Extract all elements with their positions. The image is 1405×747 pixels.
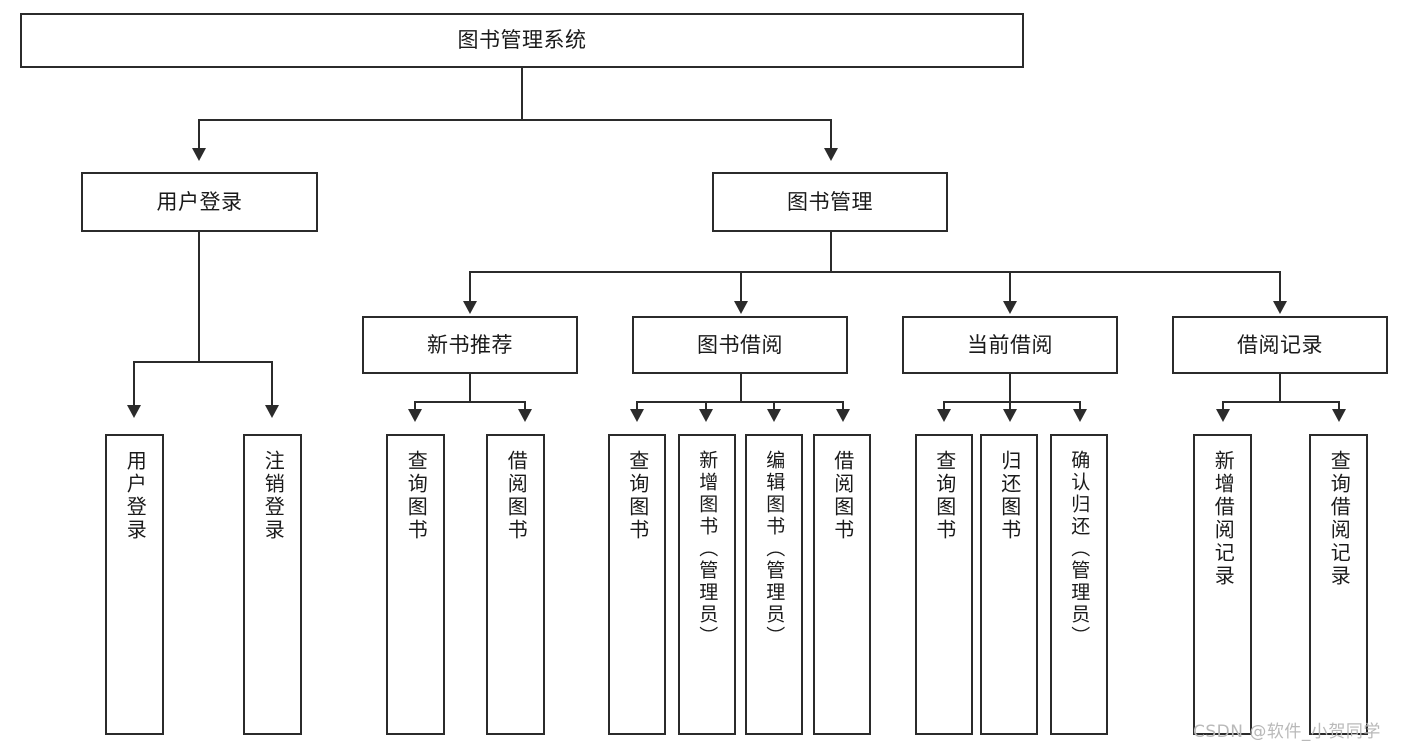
connector-current-borrow-stem [1009,374,1011,402]
leaf-cb-return-book[interactable]: 归还图书 [980,434,1038,735]
connector-user-login-bus [133,361,271,363]
node-label: 确认归还（管理员） [1068,450,1091,648]
node-borrow-record[interactable]: 借阅记录 [1172,316,1388,374]
node-label: 图书管理系统 [457,28,587,53]
node-label: 图书借阅 [697,332,783,357]
node-user-login[interactable]: 用户登录 [81,172,318,232]
node-new-book-recommend[interactable]: 新书推荐 [362,316,578,374]
node-label: 当前借阅 [967,332,1053,357]
connector-bm-to-borrow-record [1279,271,1281,303]
connector-root-to-book-management [830,119,832,150]
node-root-book-management-system[interactable]: 图书管理系统 [20,13,1024,68]
arrowhead-book-management [824,148,838,161]
connector-bb-to-leaf-4 [842,401,844,411]
leaf-cb-confirm-return-admin[interactable]: 确认归还（管理员） [1050,434,1108,735]
connector-cb-to-leaf-3 [1079,401,1081,411]
connector-bb-to-leaf-3 [773,401,775,411]
leaf-cb-query-book[interactable]: 查询图书 [915,434,973,735]
node-book-borrow[interactable]: 图书借阅 [632,316,848,374]
connector-new-book-stem [469,374,471,402]
connector-br-to-leaf-1 [1222,401,1224,411]
node-label: 注销登录 [261,450,286,542]
connector-user-login-to-leaf-1 [133,361,135,407]
node-label: 用户登录 [156,189,243,214]
arrowhead-leaf-logout [265,405,279,418]
connector-bm-to-book-borrow [740,271,742,303]
connector-bm-to-new-book [469,271,471,303]
connector-book-borrow-bus [636,401,842,403]
node-label: 新书推荐 [427,332,513,357]
node-label: 新增借阅记录 [1211,450,1236,588]
node-label: 图书管理 [787,189,873,214]
connector-bm-to-current-borrow [1009,271,1011,303]
connector-book-borrow-stem [740,374,742,402]
arrowhead-nb-borrow-book [518,409,532,422]
arrowhead-bb-add-book [699,409,713,422]
node-label: 借阅图书 [830,450,855,542]
node-label: 新增图书（管理员） [696,450,719,648]
connector-root-stem [521,68,523,120]
arrowhead-borrow-record [1273,301,1287,314]
node-label: 查询借阅记录 [1327,450,1352,588]
arrowhead-cb-confirm-return [1073,409,1087,422]
connector-bb-to-leaf-1 [636,401,638,411]
node-label: 用户登录 [123,450,148,542]
leaf-br-add-record[interactable]: 新增借阅记录 [1193,434,1252,735]
node-label: 归还图书 [997,450,1022,542]
connector-current-borrow-bus [943,401,1079,403]
connector-root-to-user-login [198,119,200,150]
connector-cb-to-leaf-2 [1009,401,1011,411]
arrowhead-new-book-recommend [463,301,477,314]
node-book-management[interactable]: 图书管理 [712,172,948,232]
arrowhead-user-login [192,148,206,161]
node-label: 查询图书 [932,450,957,542]
connector-user-login-stem [198,232,200,362]
leaf-br-query-record[interactable]: 查询借阅记录 [1309,434,1368,735]
node-label: 借阅图书 [504,450,529,542]
arrowhead-cb-query-book [937,409,951,422]
node-label: 借阅记录 [1237,332,1323,357]
leaf-user-login[interactable]: 用户登录 [105,434,164,735]
arrowhead-bb-borrow-book [836,409,850,422]
connector-user-login-to-leaf-2 [271,361,273,407]
node-label: 查询图书 [625,450,650,542]
connector-borrow-record-stem [1279,374,1281,402]
connector-root-bus [198,119,832,121]
connector-bb-to-leaf-2 [705,401,707,411]
arrowhead-cb-return-book [1003,409,1017,422]
leaf-nbr-borrow-book[interactable]: 借阅图书 [486,434,545,735]
arrowhead-bb-edit-book [767,409,781,422]
connector-br-to-leaf-2 [1338,401,1340,411]
leaf-bb-borrow-book[interactable]: 借阅图书 [813,434,871,735]
connector-cb-to-leaf-1 [943,401,945,411]
node-label: 查询图书 [404,450,429,542]
connector-new-book-bus [414,401,524,403]
leaf-bb-edit-book-admin[interactable]: 编辑图书（管理员） [745,434,803,735]
leaf-bb-query-book[interactable]: 查询图书 [608,434,666,735]
leaf-bb-add-book-admin[interactable]: 新增图书（管理员） [678,434,736,735]
arrowhead-br-query-record [1332,409,1346,422]
connector-book-management-stem [830,232,832,272]
arrowhead-leaf-user-login [127,405,141,418]
arrowhead-current-borrow [1003,301,1017,314]
arrowhead-bb-query-book [630,409,644,422]
leaf-nbr-query-book[interactable]: 查询图书 [386,434,445,735]
arrowhead-book-borrow [734,301,748,314]
leaf-logout[interactable]: 注销登录 [243,434,302,735]
connector-borrow-record-bus [1222,401,1338,403]
connector-book-management-bus [469,271,1281,273]
node-label: 编辑图书（管理员） [763,450,786,648]
arrowhead-nb-query-book [408,409,422,422]
node-current-borrow[interactable]: 当前借阅 [902,316,1118,374]
connector-nb-to-leaf-1 [414,401,416,411]
connector-nb-to-leaf-2 [524,401,526,411]
arrowhead-br-add-record [1216,409,1230,422]
